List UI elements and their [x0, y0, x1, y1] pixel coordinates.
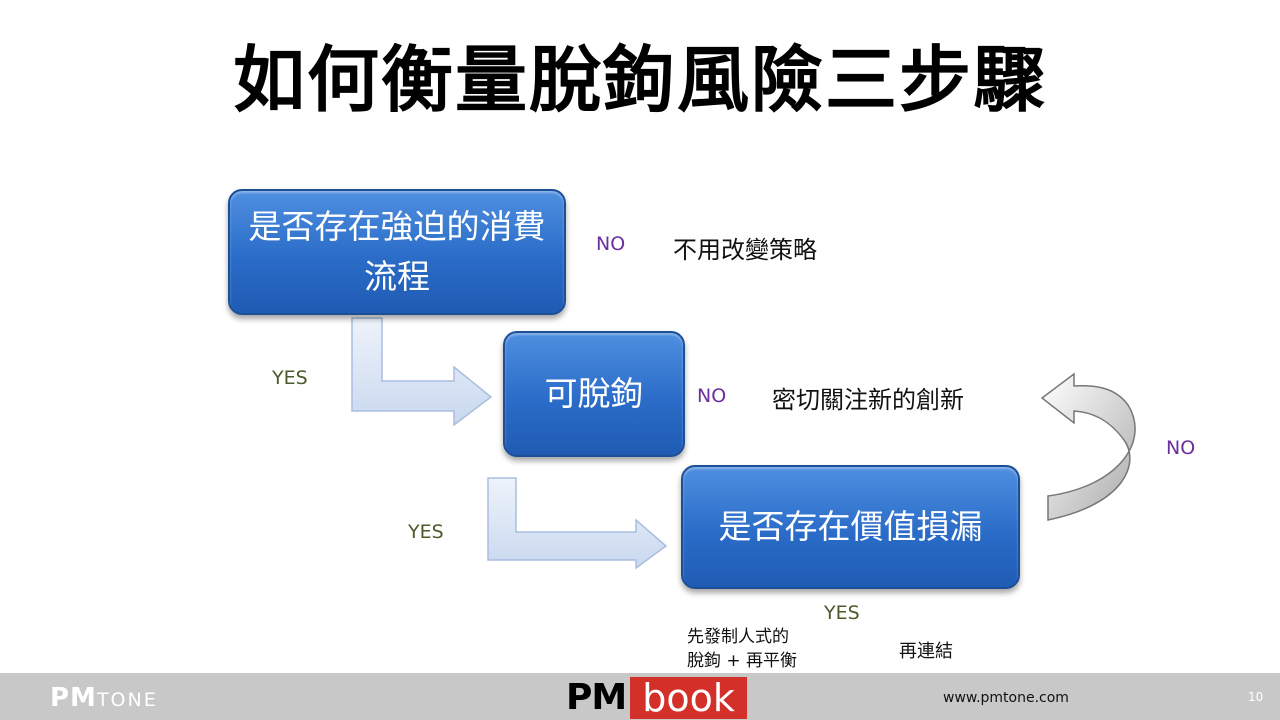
footer-bar: PMTONE PM book www.pmtone.com 10 [0, 673, 1280, 720]
yes-label-2: YES [408, 521, 444, 543]
step3-box: 是否存在價值損漏 [681, 465, 1020, 589]
yes-arrow-2 [487, 477, 668, 570]
pmtone-logo-strong: PM [50, 683, 97, 713]
pmtone-logo: PMTONE [50, 683, 158, 713]
no-return-arrow [1040, 372, 1136, 521]
outcome-reconnect: 再連結 [899, 641, 953, 662]
pmbook-logo-pm: PM [566, 677, 627, 718]
yes-label-3: YES [824, 602, 860, 624]
outcome-decouple-line2: 脫鉤 + 再平衡 [687, 651, 798, 671]
outcome-decouple-line1: 先發制人式的 [687, 627, 789, 647]
outcome-decouple: 先發制人式的 脫鉤 + 再平衡 [687, 625, 797, 673]
yes-arrow-1 [351, 317, 493, 427]
outcome-no-change: 不用改變策略 [673, 236, 817, 264]
pmbook-logo-book: book [630, 677, 747, 719]
step1-box: 是否存在強迫的消費流程 [228, 189, 566, 315]
footer-url: www.pmtone.com [943, 690, 1069, 706]
yes-label-1: YES [272, 367, 308, 389]
slide-title: 如何衡量脫鉤風險三步驟 [232, 38, 1047, 122]
step2-box: 可脫鉤 [503, 331, 685, 457]
outcome-watch-innovation: 密切關注新的創新 [772, 386, 964, 414]
no-label-2: NO [697, 385, 727, 407]
page-number: 10 [1248, 690, 1264, 704]
pmtone-logo-rest: TONE [96, 689, 158, 711]
no-label-3: NO [1166, 437, 1196, 459]
no-label-1: NO [596, 233, 626, 255]
pmbook-logo: PM book [566, 677, 747, 719]
